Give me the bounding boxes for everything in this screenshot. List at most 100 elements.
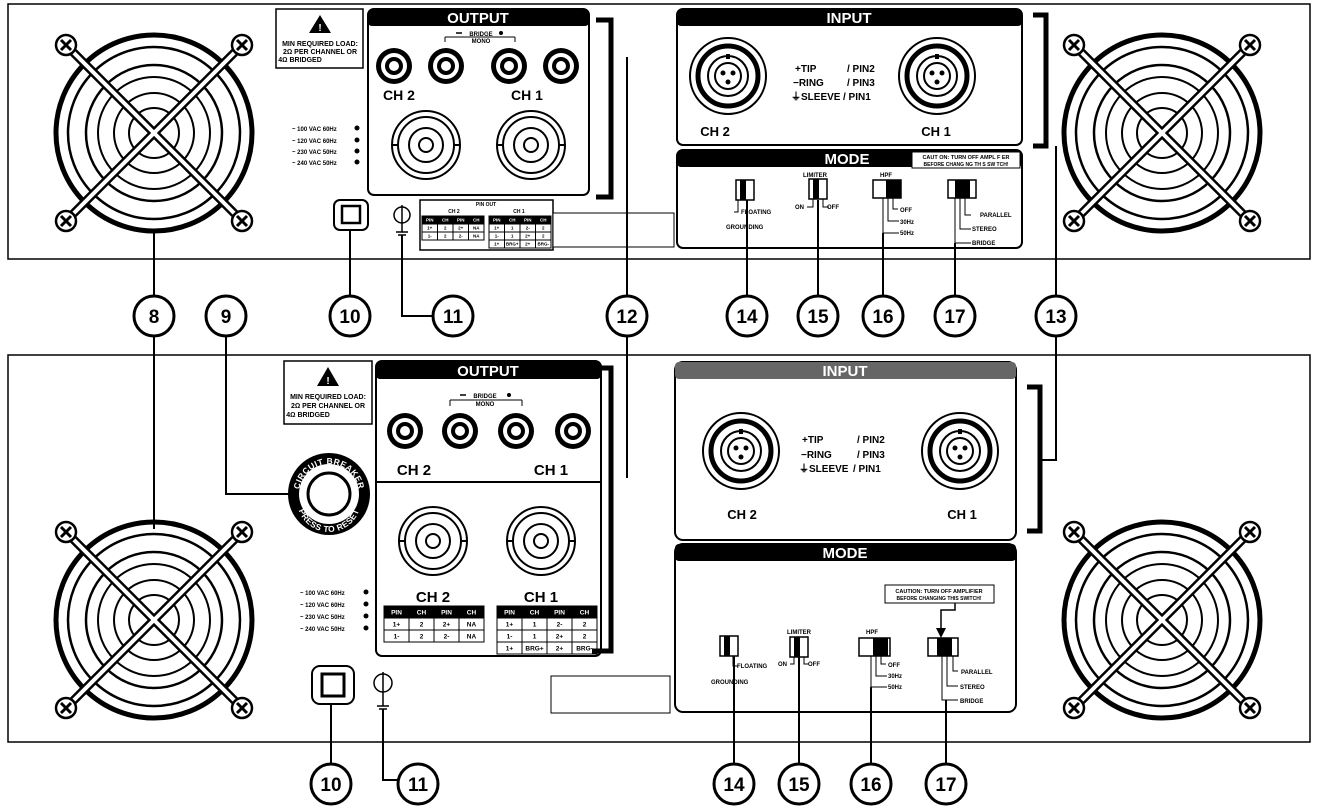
svg-text:!: ! bbox=[326, 376, 329, 387]
input-title-bottom: INPUT bbox=[823, 363, 868, 380]
speakon-top-2-icon[interactable] bbox=[428, 48, 464, 84]
voltage-bottom-240: ~ 240 VAC 50Hz bbox=[300, 627, 345, 633]
pinout-top-ch2-header: PIN bbox=[426, 218, 434, 223]
callout-10-bottom: 10 bbox=[309, 762, 353, 806]
svg-text:11: 11 bbox=[408, 775, 429, 796]
pinout-top-ch1-header: PIN bbox=[493, 218, 501, 223]
label-area-top bbox=[552, 212, 675, 248]
pinout-bottom-ch1-cell: 1+ bbox=[506, 621, 514, 628]
pinout-bottom-ch1-header: CH bbox=[530, 609, 540, 616]
speakon-bottom-3-icon[interactable] bbox=[498, 413, 534, 449]
callout-14-bottom: 14 bbox=[712, 762, 756, 806]
svg-text:14: 14 bbox=[736, 307, 758, 328]
pinout-top-ch1-cell: 2 bbox=[542, 234, 545, 239]
ground-switch-bottom[interactable] bbox=[719, 635, 739, 657]
pinout-bottom-ch1-cell: 2+ bbox=[556, 645, 564, 652]
sleeve-label-bottom: ⏚SLEEVE bbox=[799, 463, 849, 475]
pinout-bottom-ch2-cell: 1+ bbox=[393, 621, 401, 628]
circuit-breaker[interactable] bbox=[288, 453, 370, 535]
pinout-top-ch2-header: PIN bbox=[457, 218, 465, 223]
output-title-bottom: OUTPUT bbox=[457, 363, 519, 380]
output-ch1-bottom: CH 1 bbox=[534, 462, 568, 479]
xlr-top-ch2-icon[interactable] bbox=[690, 38, 766, 114]
pinout-bottom-ch2-cell: 2+ bbox=[443, 621, 451, 628]
callout-8: 8 bbox=[132, 294, 176, 338]
stereo-label-top: STEREO bbox=[972, 227, 997, 233]
warning-bottom-line1: MIN REQUIRED LOAD: bbox=[290, 394, 366, 401]
grounding-label-bottom: GROUNDING bbox=[711, 680, 749, 686]
xlr-bottom-ch2-icon[interactable] bbox=[703, 413, 779, 489]
svg-text:9: 9 bbox=[221, 307, 232, 328]
svg-text:13: 13 bbox=[1045, 307, 1066, 328]
speakon-top-1-icon[interactable] bbox=[376, 48, 412, 84]
pinout-top-ch1-cell-bg bbox=[535, 239, 552, 249]
pin2-label-bottom: / PIN2 bbox=[857, 435, 885, 446]
limiter-switch-top[interactable] bbox=[808, 178, 828, 200]
pinout-top-ch2-cell: 1- bbox=[428, 234, 433, 239]
warning-line3: 4Ω BRIDGED bbox=[278, 57, 322, 64]
callout-15-top: 15 bbox=[796, 294, 840, 338]
speakon-top-3-icon[interactable] bbox=[491, 48, 527, 84]
hpf-30-bottom: 30Hz bbox=[888, 674, 902, 680]
xlr-bottom-ch1-icon[interactable] bbox=[922, 413, 998, 489]
svg-text:16: 16 bbox=[872, 307, 893, 328]
pinout-bottom-ch1-header: PIN bbox=[554, 609, 565, 616]
callout-17-bottom: 17 bbox=[924, 762, 968, 806]
tip-label-bottom: +TIP bbox=[802, 435, 824, 446]
speakon-top-4-icon[interactable] bbox=[543, 48, 579, 84]
callout-16-top: 16 bbox=[861, 294, 905, 338]
binding-ch1-bottom: CH 1 bbox=[524, 589, 558, 606]
mono-label-bottom: MONO bbox=[476, 402, 495, 408]
xlr-top-ch1-icon[interactable] bbox=[899, 38, 975, 114]
callout-14-top: 14 bbox=[725, 294, 769, 338]
floating-label-bottom: FLOATING bbox=[737, 664, 768, 670]
ground-terminal-bottom-icon bbox=[373, 672, 393, 710]
pinout-top-ch2-cell: 2- bbox=[459, 234, 464, 239]
speakon-bottom-1-icon[interactable] bbox=[387, 413, 423, 449]
pinout-bottom-ch2-cell: 2- bbox=[444, 633, 450, 640]
pinout-bottom-ch1-cell: 2- bbox=[557, 621, 563, 628]
hpf-label-top: HPF bbox=[880, 173, 892, 179]
pinout-bottom-ch1-header: PIN bbox=[504, 609, 515, 616]
pinout-bottom-ch2-cell: 2 bbox=[420, 633, 424, 640]
input-ch2-top: CH 2 bbox=[700, 124, 730, 139]
pinout-bottom-ch1-cell: 1 bbox=[533, 633, 537, 640]
pinout-bottom-ch1-cell: BRG+ bbox=[525, 645, 543, 652]
fan-top-right-icon bbox=[1064, 35, 1260, 231]
pinout-top-ch1-cell: 2+ bbox=[525, 242, 531, 247]
voltage-120: ~ 120 VAC 60Hz bbox=[292, 139, 337, 145]
limiter-switch-bottom[interactable] bbox=[789, 636, 809, 658]
pinout-bottom-ch2-cell-bg bbox=[458, 629, 485, 643]
svg-text:10: 10 bbox=[339, 307, 360, 328]
warning-line1: MIN REQUIRED LOAD: bbox=[282, 41, 358, 48]
pinout-top-ch1-cell: BRG- bbox=[538, 242, 550, 247]
leader-lines bbox=[153, 57, 1057, 781]
speakon-bottom-2-icon[interactable] bbox=[442, 413, 478, 449]
input-title-top: INPUT bbox=[827, 10, 872, 27]
hpf-off-top: OFF bbox=[900, 208, 912, 214]
voltage-list-top: ~ 100 VAC 60Hz ~ 120 VAC 60Hz ~ 230 VAC … bbox=[292, 125, 360, 167]
warning-line2: 2Ω PER CHANNEL OR bbox=[283, 49, 357, 56]
bridge-label-bottom: BRIDGE bbox=[473, 394, 496, 400]
output-title-top: OUTPUT bbox=[447, 10, 509, 27]
bridge-mode-label-bottom: BRIDGE bbox=[960, 699, 983, 705]
pin1-label-top: / PIN1 bbox=[843, 92, 871, 103]
hpf-off-bottom: OFF bbox=[888, 663, 900, 669]
limiter-label-bottom: LIMITER bbox=[787, 630, 812, 636]
pinout-ch2-title-top: CH 2 bbox=[448, 209, 460, 215]
ground-switch-top[interactable] bbox=[735, 179, 755, 201]
limiter-off-top: OFF bbox=[827, 205, 839, 211]
pinout-top-ch2-cell: 2 bbox=[444, 226, 447, 231]
speakon-bottom-4-icon[interactable] bbox=[555, 413, 591, 449]
callout-15-bottom: 15 bbox=[777, 762, 821, 806]
warning-triangle-icon bbox=[309, 15, 331, 33]
voltage-230: ~ 230 VAC 50Hz bbox=[292, 150, 337, 156]
warning-triangle-bottom-icon bbox=[317, 367, 339, 386]
pinout-top-ch1-cell: 1 bbox=[511, 234, 514, 239]
ring-label-bottom: −RING bbox=[801, 450, 832, 461]
pinout-bottom-ch1-cell: BRG- bbox=[576, 645, 593, 652]
pinout-top-ch1-cell: 2+ bbox=[525, 234, 531, 239]
limiter-label-top: LIMITER bbox=[803, 173, 828, 179]
